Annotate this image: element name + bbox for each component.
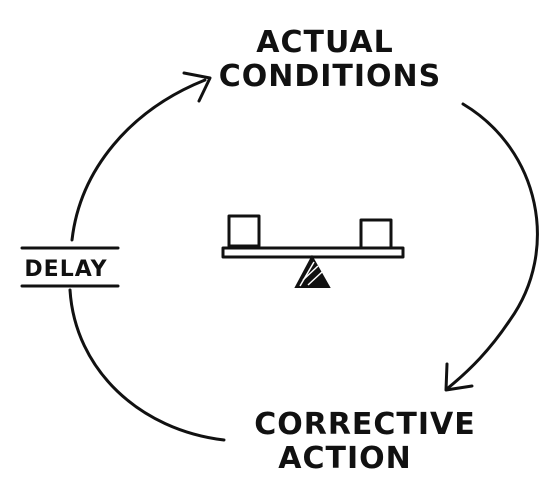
fulcrum	[294, 254, 331, 288]
right-arrowhead-icon	[444, 362, 474, 392]
left-arc-lower	[68, 288, 226, 442]
right-arc	[446, 102, 539, 390]
right-loop-arrow	[444, 102, 539, 392]
seesaw-beam	[221, 246, 405, 259]
delay-marker: DELAY	[20, 246, 120, 288]
balance-seesaw-icon	[221, 214, 405, 288]
left-weight	[227, 214, 261, 248]
left-arrowhead-icon	[182, 71, 212, 103]
left-loop-arrow	[68, 71, 226, 442]
left-arc-upper	[70, 78, 207, 242]
actual-conditions-label-line1: ACTUAL	[256, 25, 393, 60]
delay-label: DELAY	[24, 257, 107, 282]
corrective-action-label-line2: ACTION	[278, 441, 411, 476]
actual-conditions-label-line2: CONDITIONS	[219, 59, 442, 94]
corrective-action-label-line1: CORRECTIVE	[254, 407, 476, 442]
right-weight	[359, 218, 393, 250]
